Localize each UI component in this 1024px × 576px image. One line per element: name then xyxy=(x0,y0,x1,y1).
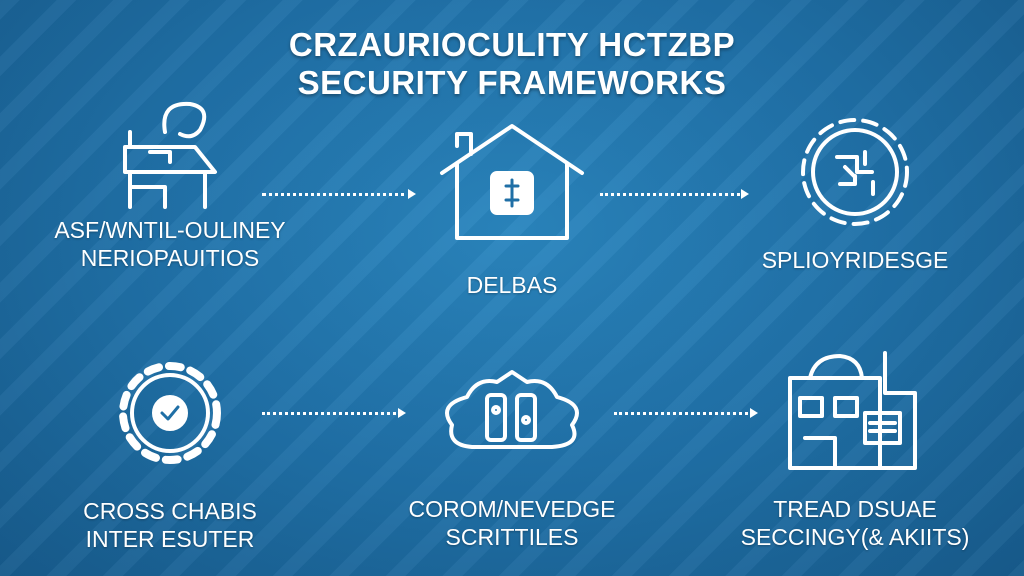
node-gear-check: CROSS CHABIS INTER ESUTER xyxy=(20,355,320,553)
node-label: DELBAS xyxy=(466,272,558,298)
connector-arrow xyxy=(262,189,416,199)
node-desk: ASF/WNTIL-OULINEY NERIOPAUITIOS xyxy=(20,92,320,272)
title-line-2: SECURITY FRAMEWORKS xyxy=(297,64,727,101)
gear-check-icon xyxy=(119,362,221,464)
connector-arrow xyxy=(262,408,406,418)
gear-circuit-icon xyxy=(801,118,909,226)
title-line-1: CRZAURIOCULITY HCTZBP xyxy=(288,26,736,63)
node-label: NERIOPAUITIOS xyxy=(80,245,260,271)
house-briefcase-icon xyxy=(440,124,584,240)
node-label: SCRITTILES xyxy=(445,524,579,550)
node-label: TREAD DSUAE xyxy=(773,496,937,522)
node-label: INTER ESUTER xyxy=(85,526,255,552)
node-label: ASF/WNTIL-OULINEY xyxy=(54,217,286,243)
node-label: COROM/NEVEDGE xyxy=(408,496,616,522)
desk-icon xyxy=(123,101,217,209)
node-cloud-shield: COROM/NEVEDGE SCRITTILES xyxy=(362,365,662,551)
node-label: SECCINGY(& AKIITS) xyxy=(740,524,970,550)
node-gear-circuit: SPLIOYRIDESGE xyxy=(705,112,1005,274)
node-label: SPLIOYRIDESGE xyxy=(761,247,949,273)
connector-arrow xyxy=(614,408,758,418)
cloud-shield-icon xyxy=(445,370,579,449)
node-label: CROSS CHABIS xyxy=(83,498,257,524)
node-house: DELBAS xyxy=(362,118,662,299)
building-icon xyxy=(788,351,917,470)
connector-arrow xyxy=(600,189,749,199)
page-title: CRZAURIOCULITY HCTZBP SECURITY FRAMEWORK… xyxy=(0,26,1024,102)
node-building: TREAD DSUAE SECCINGY(& AKIITS) xyxy=(705,348,1005,551)
